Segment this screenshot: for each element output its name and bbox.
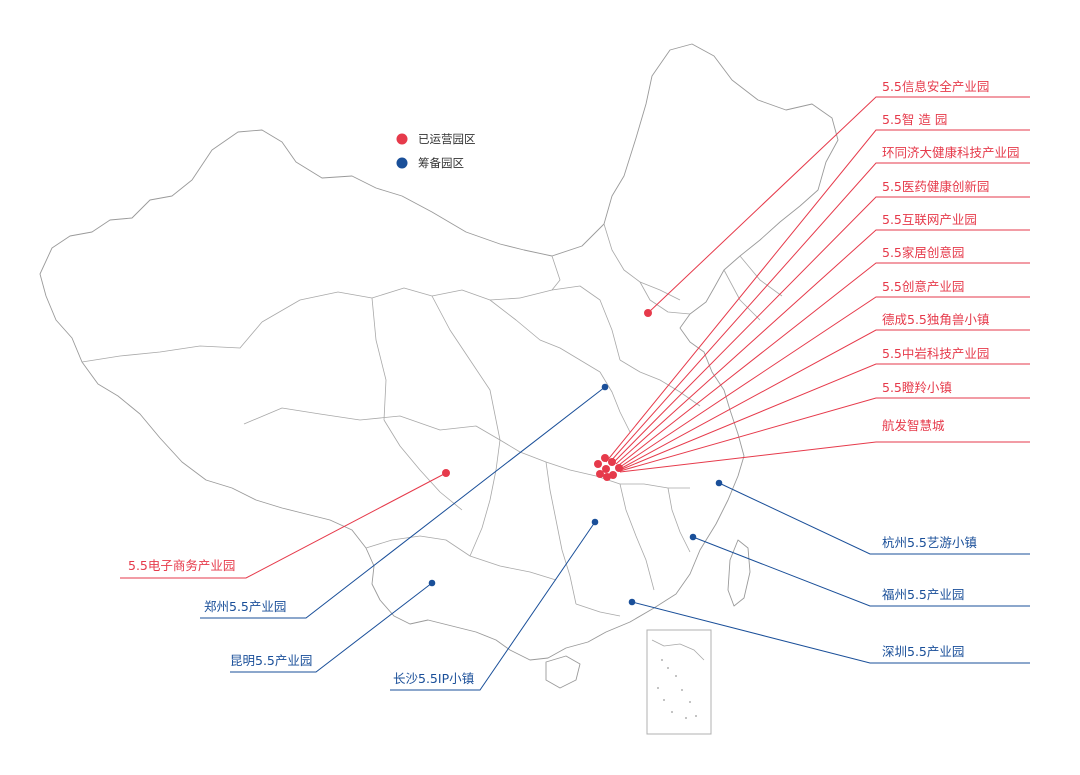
leader-dianzi [120,472,447,579]
legend-planning-dot [396,157,408,169]
leader-beijing [647,96,1030,314]
province-borders [81,223,783,617]
park-dot-fuzhou[interactable] [689,533,697,541]
planning-leader-lines [200,386,1030,691]
park-label-fuzhou[interactable]: 福州5.5产业园 [882,587,964,602]
park-label-kunming[interactable]: 昆明5.5产业园 [230,653,312,668]
leader-op-6 [618,262,1030,466]
legend-operating-label: 已运营园区 [418,132,476,146]
park-label-8[interactable]: 5.5中岩科技产业园 [882,346,989,361]
park-dot-wuhan-1[interactable] [601,454,609,462]
leader-op-11 [619,441,1030,473]
park-dot-changsha[interactable] [591,518,599,526]
legend: 已运营园区 筹备园区 [396,132,476,170]
park-dot-kunming[interactable] [428,579,436,587]
park-label-7[interactable]: 德成5.5独角兽小镇 [882,312,989,327]
south-sea-inset [646,629,712,735]
leader-op-2 [605,129,1030,463]
park-label-shenzhen[interactable]: 深圳5.5产业园 [882,644,964,659]
leader-op-8 [619,329,1030,470]
leader-shenzhen [631,601,1030,664]
china-outline [39,43,839,661]
leader-hangzhou [718,482,1030,555]
park-dot-wuhan-3[interactable] [608,458,616,466]
taiwan-island [727,539,751,607]
park-label-hangzhou[interactable]: 杭州5.5艺游小镇 [882,535,977,550]
park-label-zhengzhou[interactable]: 郑州5.5产业园 [204,599,286,614]
inset-islands [657,659,697,719]
park-dot-wuhan-4[interactable] [602,465,610,473]
leader-op-7 [619,296,1030,468]
legend-operating-dot [396,133,408,145]
park-dot-wuhan-5[interactable] [615,464,623,472]
park-label-2[interactable]: 环同济大健康科技产业园 [882,145,1020,160]
park-dot-zhengzhou[interactable] [601,383,609,391]
park-dot-hangzhou[interactable] [715,479,723,487]
leader-kunming [230,582,433,673]
park-label-3[interactable]: 5.5医药健康创新园 [882,179,989,194]
park-label-changsha[interactable]: 长沙5.5IP小镇 [393,671,474,686]
operating-leader-lines [120,96,1030,579]
park-label-6[interactable]: 5.5创意产业园 [882,279,964,294]
park-dot-wuhan-8[interactable] [603,473,611,481]
park-dot-beijing[interactable] [644,309,652,317]
leader-fuzhou [692,536,1030,607]
other-park-labels: 5.5电子商务产业园 郑州5.5产业园 昆明5.5产业园 长沙5.5IP小镇 杭… [128,535,977,686]
leader-op-5 [615,229,1030,465]
legend-planning-label: 筹备园区 [418,156,464,170]
park-label-9[interactable]: 5.5瞪羚小镇 [882,380,952,395]
operating-park-labels: 5.5信息安全产业园 5.5智 造 园 环同济大健康科技产业园 5.5医药健康创… [882,79,1020,433]
park-dot-wuhan-2[interactable] [594,460,602,468]
park-dot-shenzhen[interactable] [628,598,636,606]
park-label-4[interactable]: 5.5互联网产业园 [882,212,977,227]
leader-op-4 [612,196,1030,464]
park-label-0[interactable]: 5.5信息安全产业园 [882,79,989,94]
hainan-island [545,655,581,689]
park-label-5[interactable]: 5.5家居创意园 [882,245,964,260]
leader-op-10 [619,397,1030,472]
planning-park-dots [428,383,723,606]
leader-zhengzhou [200,386,606,619]
park-label-1[interactable]: 5.5智 造 园 [882,112,947,127]
leader-op-9 [619,363,1030,471]
leader-op-3 [609,162,1030,463]
inset-coast [651,639,705,661]
park-dot-chengdu[interactable] [442,469,450,477]
park-dot-wuhan-6[interactable] [596,470,604,478]
park-label-dianzi[interactable]: 5.5电子商务产业园 [128,558,235,573]
park-label-10[interactable]: 航发智慧城 [882,418,945,433]
leader-changsha [390,521,596,691]
operating-park-dots [442,309,652,481]
